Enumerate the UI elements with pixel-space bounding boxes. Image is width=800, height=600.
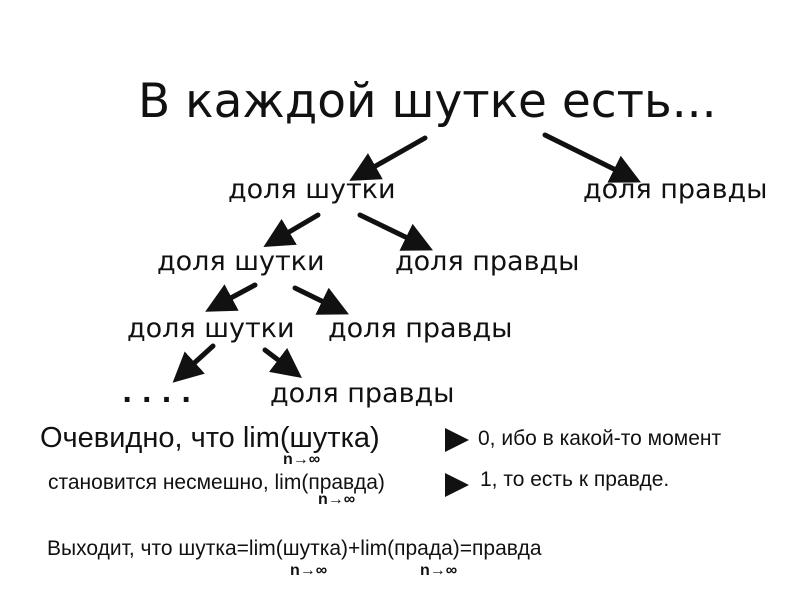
node-joke-1: доля шутки [228, 174, 396, 205]
node-truth-4: доля правды [270, 378, 455, 409]
title: В каждой шутке есть... [138, 74, 717, 129]
line1-result: 0, ибо в какой-то момент [478, 427, 722, 450]
ellipsis-dots: . . . . [122, 378, 192, 409]
limit-subscript: n→∞ [420, 562, 458, 579]
node-truth-1: доля правды [583, 174, 768, 205]
line3-text: Выходит, что шутка=lim(шутка)+lim(прада)… [47, 537, 542, 560]
limit-subscript: n→∞ [318, 491, 356, 508]
arrow [357, 212, 433, 251]
limit-subscript: n→∞ [283, 451, 321, 468]
node-joke-2: доля шутки [157, 246, 325, 277]
arrow [292, 285, 349, 315]
arrow [263, 212, 321, 248]
arrow [349, 135, 428, 181]
arrow [172, 343, 216, 383]
node-truth-3: доля правды [328, 313, 513, 344]
node-joke-3: доля шутки [127, 313, 295, 344]
line1-text: Очевидно, что lim(шутка) [40, 422, 380, 454]
node-truth-2: доля правды [395, 246, 580, 277]
arrow [262, 347, 302, 379]
limit-subscript: n→∞ [290, 562, 328, 579]
line2-text: становится несмешно, lim(правда) [48, 471, 385, 494]
line2-result: 1, то есть к правде. [480, 468, 670, 491]
arrow [205, 282, 258, 312]
arrow [542, 132, 641, 183]
